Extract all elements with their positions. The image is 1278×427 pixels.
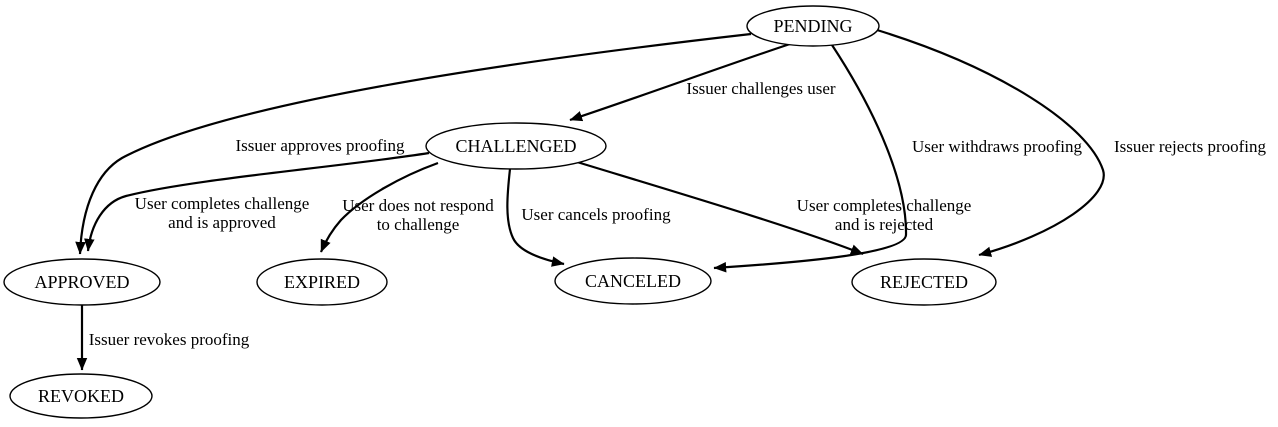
node-revoked-label: REVOKED: [38, 386, 124, 406]
edge-label-issuer-rejects: Issuer rejects proofing: [1114, 137, 1267, 156]
edge-pending-approved: [75, 32, 752, 255]
edge-challenged-expired: [319, 161, 439, 253]
edge-label-no-respond-line2: to challenge: [377, 215, 460, 234]
node-rejected-shape: [851, 258, 997, 306]
edge-pending-canceled: [713, 44, 908, 273]
edge-label-completes-rejected-line2: and is rejected: [835, 215, 934, 234]
node-approved-label: APPROVED: [34, 272, 129, 292]
node-pending: PENDING: [746, 5, 880, 47]
node-expired: EXPIRED: [256, 258, 388, 306]
edge-label-completes-rejected-line1: User completes challenge: [797, 196, 972, 215]
node-rejected-label: REJECTED: [880, 272, 968, 292]
node-revoked: REVOKED: [9, 373, 153, 419]
node-revoked-shape: [9, 373, 153, 419]
node-rejected: REJECTED: [851, 258, 997, 306]
edge-labels: Issuer approves proofing Issuer challeng…: [89, 79, 1267, 349]
node-challenged-label: CHALLENGED: [456, 136, 577, 156]
edge-label-completes-approved-line2: and is approved: [168, 213, 276, 232]
edges: [75, 28, 1105, 371]
edge-pending-challenged: [569, 42, 791, 122]
edge-label-completes-approved-line1: User completes challenge: [135, 194, 310, 213]
edge-challenged-approved: [84, 151, 430, 252]
edge-pending-rejected: [876, 28, 1105, 257]
node-approved: APPROVED: [3, 258, 161, 306]
edge-label-no-respond-line1: User does not respond: [342, 196, 494, 215]
node-expired-shape: [256, 258, 388, 306]
node-challenged-shape: [425, 122, 607, 170]
node-approved-shape: [3, 258, 161, 306]
node-canceled: CANCELED: [554, 257, 712, 305]
edge-label-issuer-approves: Issuer approves proofing: [235, 136, 405, 155]
edge-label-issuer-challenges: Issuer challenges user: [686, 79, 836, 98]
edge-label-issuer-revokes: Issuer revokes proofing: [89, 330, 250, 349]
node-pending-label: PENDING: [774, 16, 853, 36]
node-canceled-label: CANCELED: [585, 271, 681, 291]
edge-challenged-canceled: [506, 168, 565, 267]
edge-challenged-rejected: [576, 160, 864, 256]
node-expired-label: EXPIRED: [284, 272, 360, 292]
nodes: PENDING CHALLENGED APPROVED EXPIRED CANC…: [3, 5, 997, 419]
node-canceled-shape: [554, 257, 712, 305]
edge-label-user-withdraws: User withdraws proofing: [912, 137, 1082, 156]
node-challenged: CHALLENGED: [425, 122, 607, 170]
edge-label-user-cancels: User cancels proofing: [521, 205, 671, 224]
node-pending-shape: [746, 5, 880, 47]
